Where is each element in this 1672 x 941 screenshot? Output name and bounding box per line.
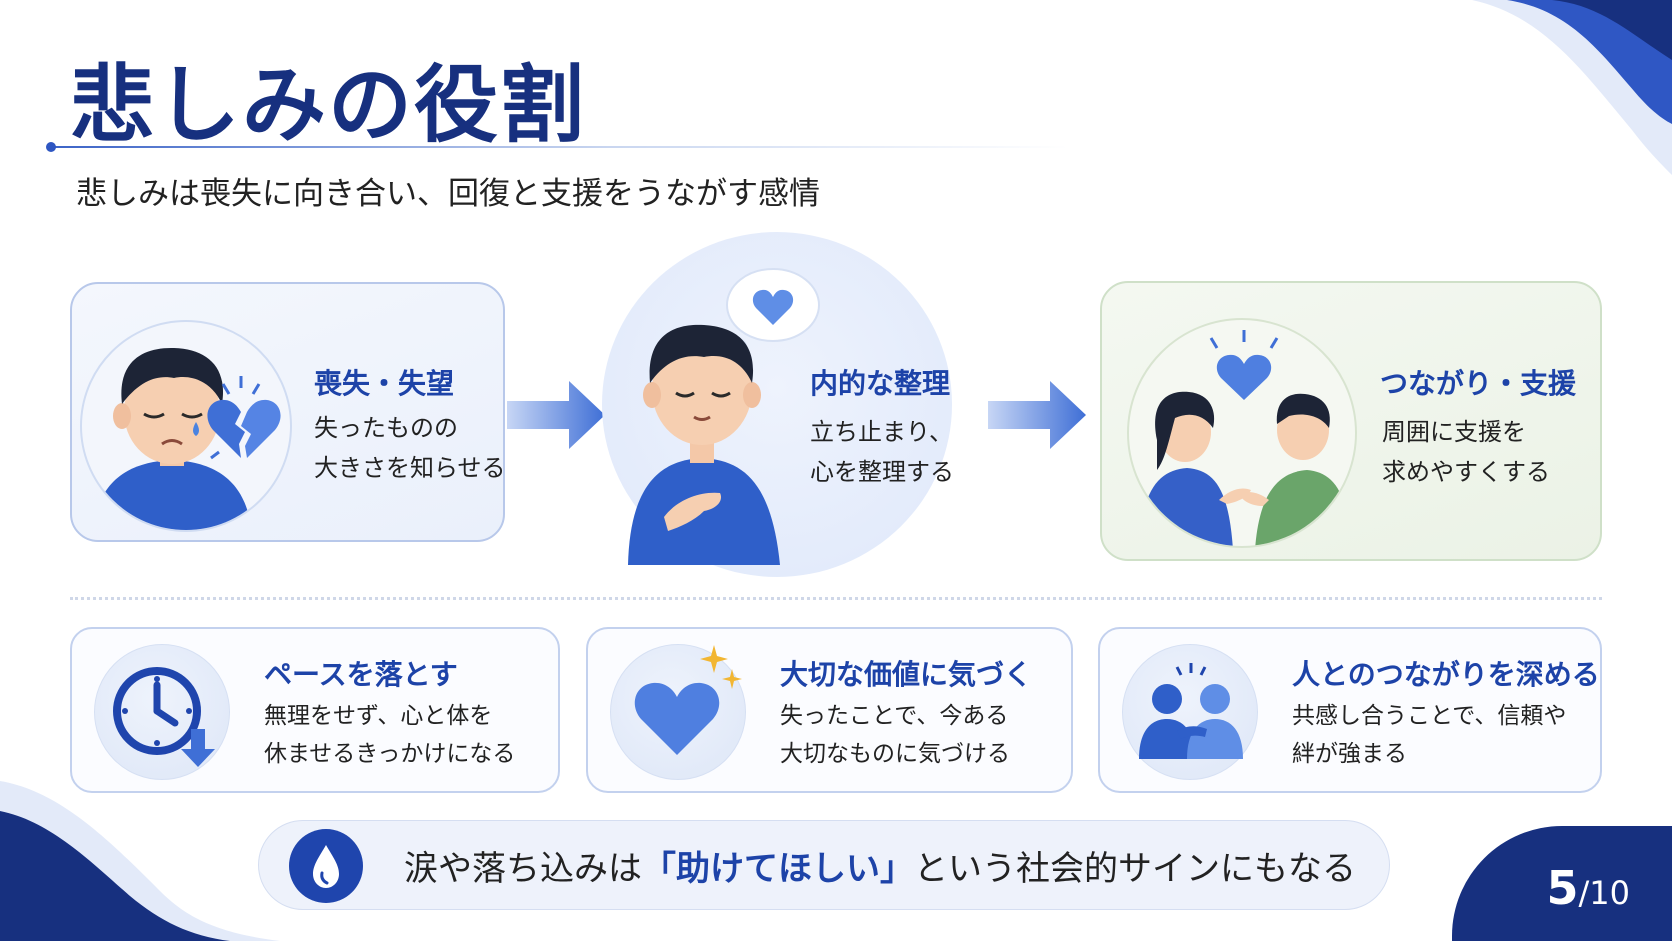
heart-sparkle-icon xyxy=(634,682,720,755)
key-message-text: 涙や落ち込みは「助けてほしい」という社会的サインにもなる xyxy=(404,841,1356,890)
two-people-illustration xyxy=(1127,318,1357,548)
section-divider xyxy=(70,597,1602,600)
heart-thought-icon xyxy=(752,289,794,325)
title-underline xyxy=(48,146,1068,148)
step-desc-loss: 失ったものの 大きさを知らせる xyxy=(314,414,506,482)
benefit-desc-slow-down: 無理をせず、心と体を 休ませるきっかけになる xyxy=(264,703,516,767)
key-message-after: という社会的サインにもなる xyxy=(914,849,1356,889)
step-desc-reflection: 立ち止まり、 心を整理する xyxy=(810,418,954,486)
benefit-desc-values: 失ったことで、今ある 大切なものに気づける xyxy=(780,703,1010,767)
corner-wave-top-right xyxy=(1472,0,1672,175)
sad-person-icon xyxy=(92,347,252,530)
step-title-reflection: 内的な整理 xyxy=(810,367,951,400)
sad-person-illustration xyxy=(80,320,292,532)
two-people-icon xyxy=(1139,330,1351,546)
arrow-right-icon xyxy=(988,381,1086,449)
benefit-card-bonds: 人とのつながりを深める 共感し合うことで、信頼や 絆が強まる xyxy=(1098,627,1602,793)
people-support-icon xyxy=(1139,663,1243,759)
step-desc-connection: 周囲に支援を 求めやすくする xyxy=(1382,418,1550,486)
water-drop-icon xyxy=(313,845,339,888)
key-message-before: 涙や落ち込みは xyxy=(404,849,642,889)
water-drop-badge xyxy=(289,829,363,903)
benefit-icon-wrap xyxy=(1122,644,1258,780)
corner-wave-bottom-left xyxy=(0,781,280,941)
page-total: /10 xyxy=(1578,874,1631,912)
arrow-right-icon xyxy=(507,381,605,449)
benefit-title-slow-down: ペースを落とす xyxy=(264,658,458,691)
slide-subtitle: 悲しみは喪失に向き合い、回復と支援をうながす感情 xyxy=(76,176,820,212)
benefit-title-values: 大切な価値に気づく xyxy=(780,658,1033,691)
key-message-banner: 涙や落ち込みは「助けてほしい」という社会的サインにもなる xyxy=(258,820,1390,910)
clock-down-icon xyxy=(113,667,215,767)
page-current: 5 xyxy=(1546,861,1579,915)
page-indicator: 5/10 xyxy=(1546,861,1630,915)
benefit-icon-wrap xyxy=(610,644,746,780)
thinking-person-icon xyxy=(628,268,820,565)
broken-heart-icon xyxy=(207,376,281,460)
key-message-highlight: 「助けてほしい」 xyxy=(642,849,914,889)
benefit-icon-wrap xyxy=(94,644,230,780)
slide-title: 悲しみの役割 xyxy=(70,56,587,154)
title-underline-dot xyxy=(46,142,56,152)
benefit-title-bonds: 人とのつながりを深める xyxy=(1292,658,1600,691)
tear-icon xyxy=(193,422,199,436)
benefit-desc-bonds: 共感し合うことで、信頼や 絆が強まる xyxy=(1292,703,1567,767)
sparkle-icon xyxy=(700,645,742,689)
benefit-card-values: 大切な価値に気づく 失ったことで、今ある 大切なものに気づける xyxy=(586,627,1073,793)
step-title-connection: つながり・支援 xyxy=(1380,367,1577,400)
step-title-loss: 喪失・失望 xyxy=(314,367,455,400)
benefit-card-slow-down: ペースを落とす 無理をせず、心と体を 休ませるきっかけになる xyxy=(70,627,560,793)
